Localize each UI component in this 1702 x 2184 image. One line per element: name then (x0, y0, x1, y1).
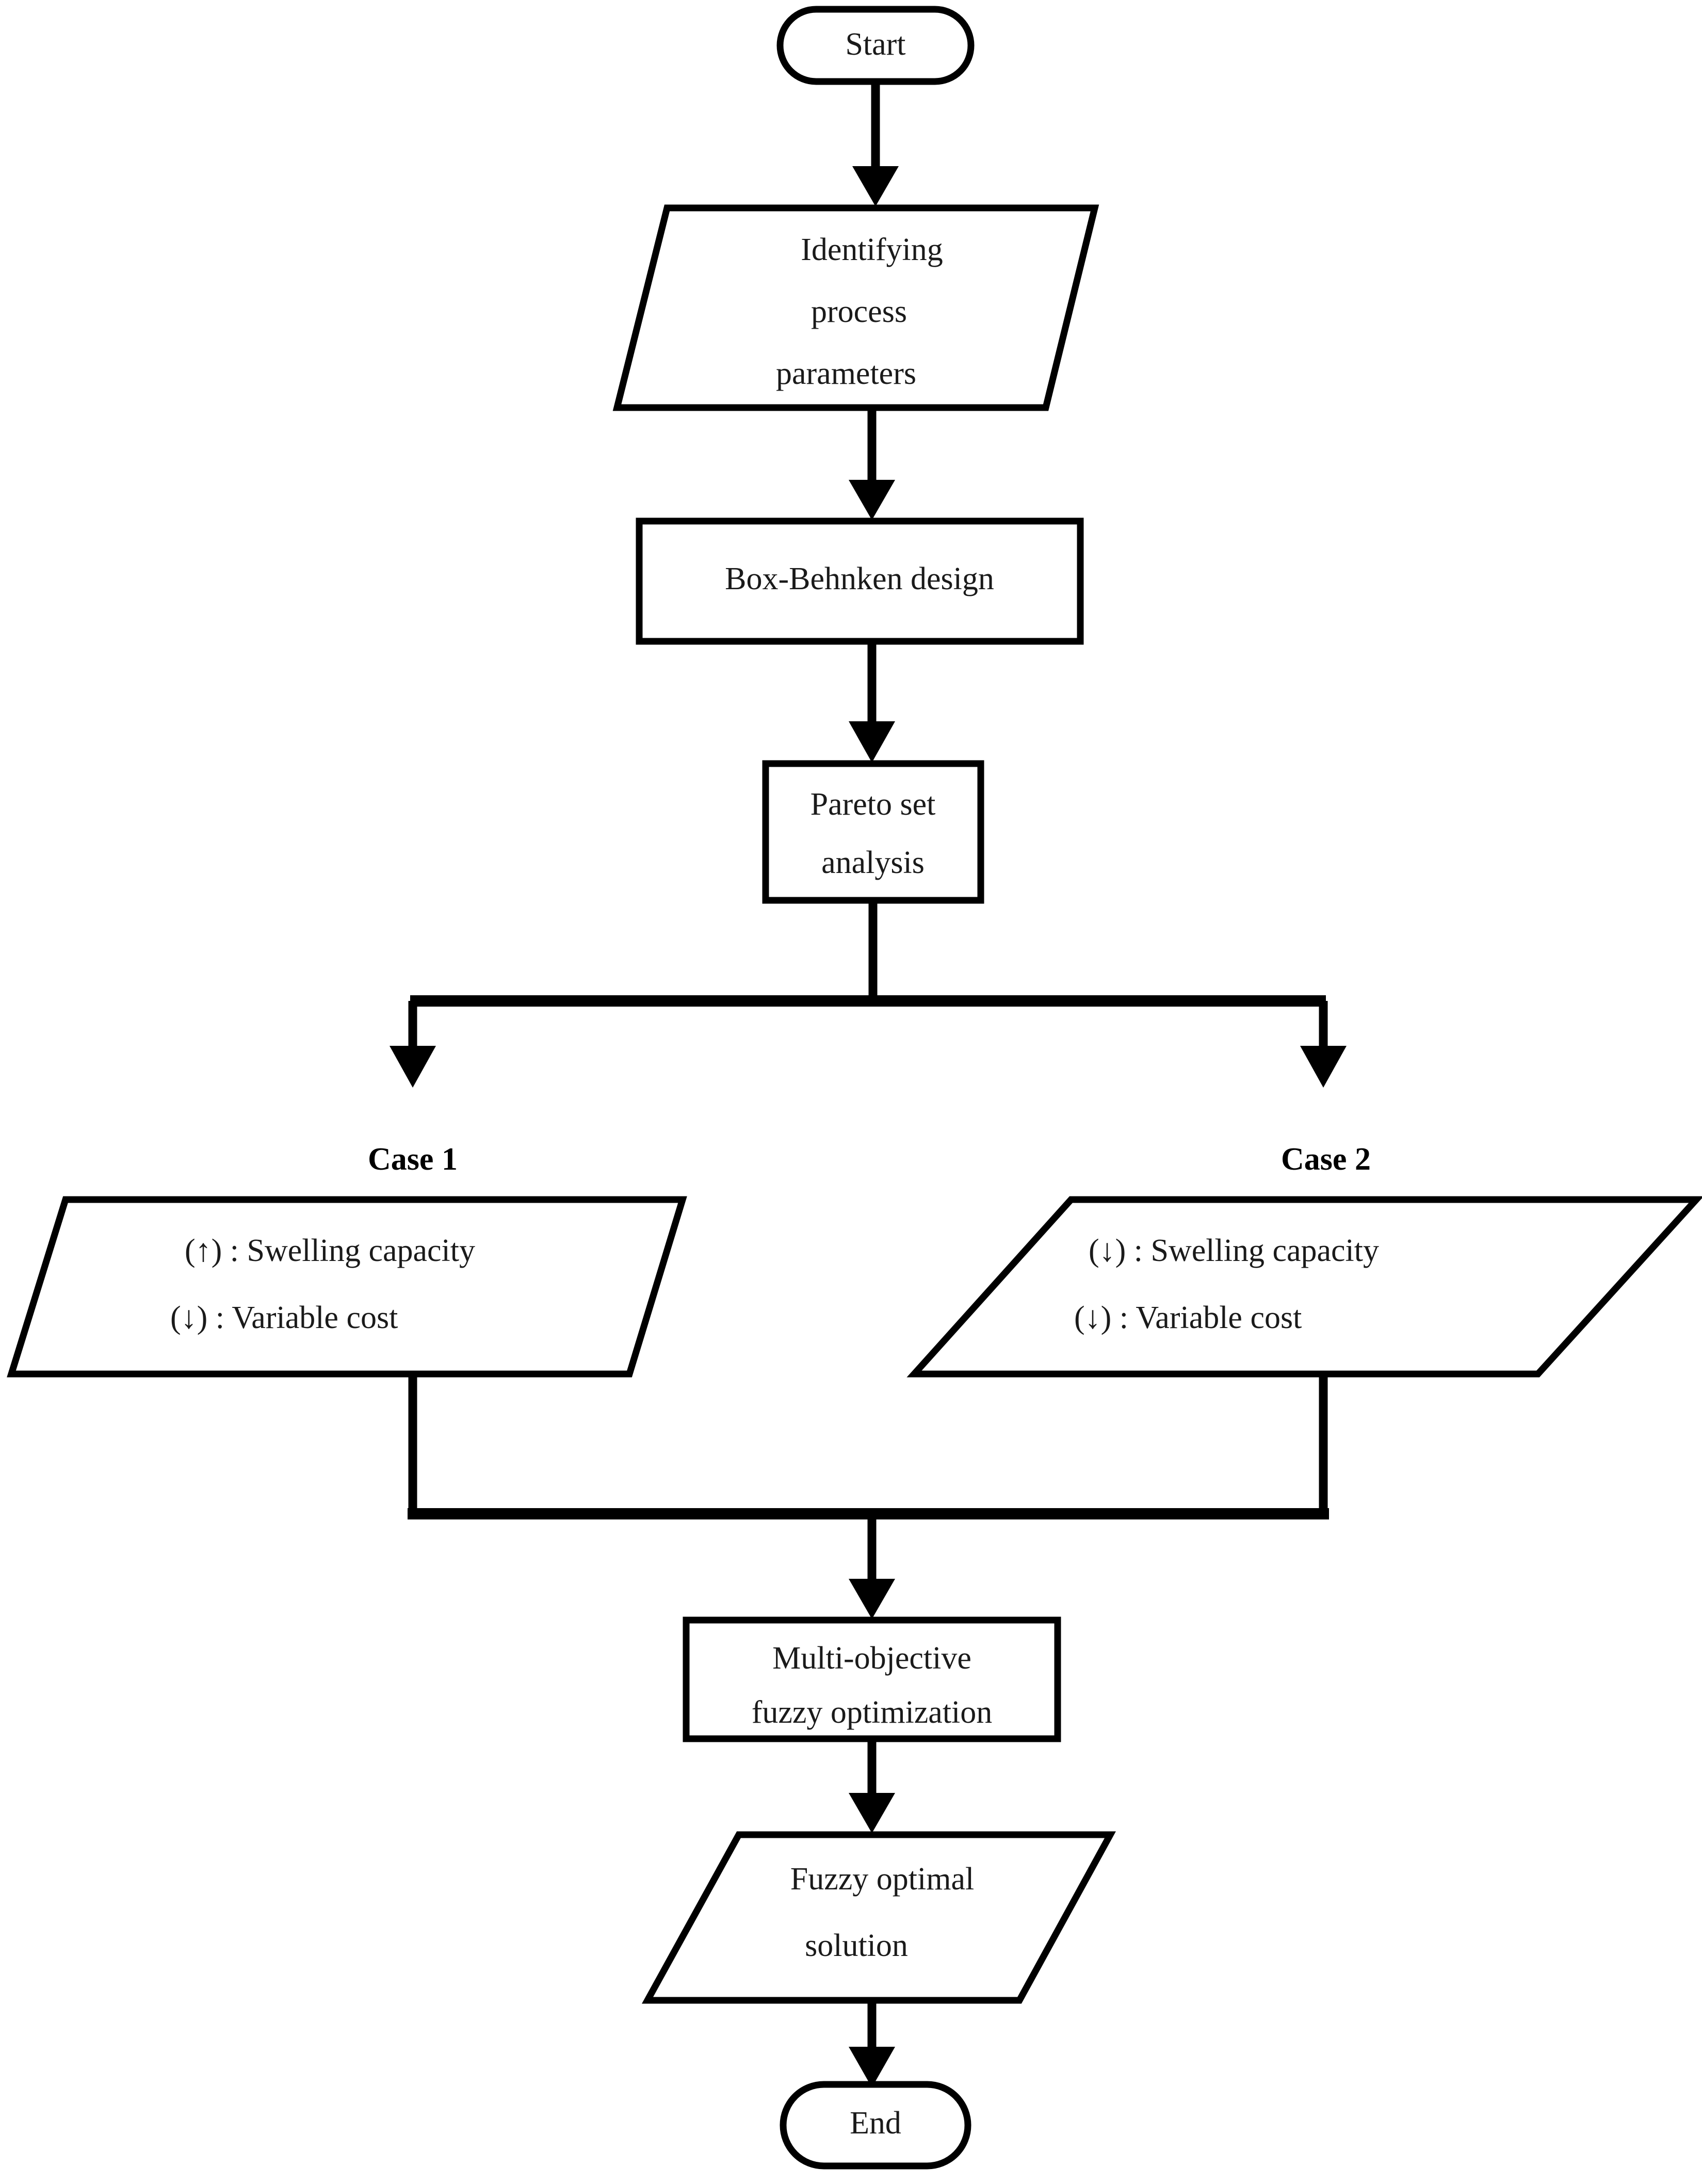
case1-objective-1: (↑) : Swelling capacity (185, 1233, 475, 1268)
pareto-label-line1: Pareto set (811, 787, 936, 822)
arrow-down-icon (849, 480, 895, 520)
node-end[interactable]: End (780, 2081, 971, 2170)
arrow-down-icon (849, 1579, 895, 1619)
edge-start-to-identify (852, 82, 899, 206)
case2-objective-1: (↓) : Swelling capacity (1089, 1233, 1379, 1268)
node-identify-process-parameters[interactable]: Identifying process parameters (612, 204, 1099, 411)
pareto-rect-shape (762, 760, 984, 904)
arrow-down-icon (852, 166, 899, 206)
node-case2[interactable]: Case 2 (↓) : Swelling capacity (↓) : Var… (906, 1142, 1702, 1378)
node-fuzzy-optimal-solution[interactable]: Fuzzy optimal solution (641, 1831, 1116, 2004)
arrow-down-icon-right (1300, 1046, 1347, 1088)
arrow-down-icon (849, 1793, 895, 1833)
arrow-down-icon (849, 2047, 895, 2088)
edge-cases-merge (408, 1374, 1329, 1619)
end-terminator-shape (780, 2081, 971, 2170)
fuzzyopt-label-line1: Multi-objective (772, 1641, 971, 1676)
identify-parallelogram-shape (612, 204, 1099, 411)
edge-fuzzyopt-to-solution (849, 1739, 895, 1833)
identify-label-line1: Identifying (801, 232, 943, 267)
identify-label-line2: process (811, 294, 907, 329)
end-label: End (850, 2106, 901, 2141)
bbd-label: Box-Behnken design (725, 561, 994, 596)
case1-title: Case 1 (368, 1142, 458, 1177)
edge-pareto-split (390, 900, 1347, 1088)
arrow-down-icon-left (390, 1046, 436, 1088)
identify-label-line3: parameters (776, 356, 916, 391)
pareto-label-line2: analysis (821, 845, 925, 880)
node-start[interactable]: Start (776, 6, 975, 85)
node-multi-objective-fuzzy-optimization[interactable]: Multi-objective fuzzy optimization (683, 1616, 1061, 1742)
arrow-down-icon (849, 721, 895, 763)
case2-title: Case 2 (1281, 1142, 1371, 1177)
solution-label-line1: Fuzzy optimal (790, 1862, 974, 1897)
case1-parallelogram-shape (7, 1196, 687, 1378)
start-label: Start (845, 27, 905, 62)
case1-objective-2: (↓) : Variable cost (170, 1300, 398, 1335)
edge-bbd-to-pareto (849, 641, 895, 763)
node-pareto-set-analysis[interactable]: Pareto set analysis (762, 760, 984, 904)
fuzzyopt-label-line2: fuzzy optimization (752, 1695, 993, 1730)
bbd-rect-shape (636, 517, 1084, 645)
case2-objective-2: (↓) : Variable cost (1074, 1300, 1302, 1335)
edge-identify-to-bbd (849, 408, 895, 520)
solution-parallelogram-shape (641, 1831, 1116, 2004)
solution-label-line2: solution (805, 1928, 908, 1963)
case2-parallelogram-shape (906, 1196, 1702, 1378)
node-case1[interactable]: Case 1 (↑) : Swelling capacity (↓) : Var… (7, 1142, 687, 1378)
edge-solution-to-end (849, 2000, 895, 2088)
node-box-behnken-design[interactable]: Box-Behnken design (636, 517, 1084, 645)
